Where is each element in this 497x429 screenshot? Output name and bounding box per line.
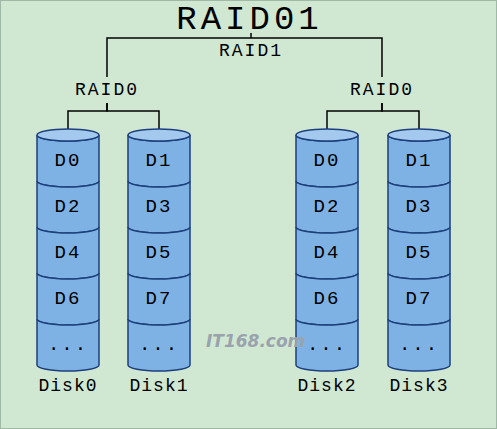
slice-body bbox=[388, 227, 450, 279]
block-label: D4 bbox=[296, 227, 358, 279]
raid-node: RAID0 bbox=[346, 77, 418, 103]
block-label: ... bbox=[128, 319, 190, 371]
data-block: D2 bbox=[37, 181, 99, 227]
block-label: D2 bbox=[37, 181, 99, 233]
data-block: ... bbox=[388, 319, 450, 365]
disk-label: Disk1 bbox=[128, 375, 190, 397]
block-label: D1 bbox=[128, 135, 190, 187]
diagram-title: RAID01 bbox=[1, 2, 497, 38]
slice-body bbox=[296, 227, 358, 279]
disk-node: Disk1 D1D3D5D7... bbox=[128, 129, 190, 397]
cylinder-top bbox=[37, 129, 99, 141]
block-label: D3 bbox=[128, 181, 190, 233]
raid-label: RAID0 bbox=[350, 80, 414, 100]
slice-body bbox=[296, 273, 358, 325]
data-block: D4 bbox=[37, 227, 99, 273]
data-block: ... bbox=[37, 319, 99, 365]
slice-body bbox=[37, 273, 99, 325]
block-label: D6 bbox=[296, 273, 358, 325]
slice-body bbox=[388, 181, 450, 233]
data-block: D0 bbox=[37, 135, 99, 181]
data-block: D6 bbox=[296, 273, 358, 319]
data-block: D2 bbox=[296, 181, 358, 227]
slice-body bbox=[388, 319, 450, 371]
data-block: D7 bbox=[388, 273, 450, 319]
slice-body bbox=[128, 319, 190, 371]
raid-node: RAID1 bbox=[215, 38, 287, 64]
cylinder-top bbox=[388, 129, 450, 141]
connector bbox=[382, 103, 419, 129]
data-block: D3 bbox=[388, 181, 450, 227]
cylinder-top bbox=[128, 129, 190, 141]
data-block: D3 bbox=[128, 181, 190, 227]
slice-body bbox=[128, 135, 190, 187]
data-block: D0 bbox=[296, 135, 358, 181]
raid-node: RAID0 bbox=[71, 77, 143, 103]
block-label: D1 bbox=[388, 135, 450, 187]
block-label: D7 bbox=[128, 273, 190, 325]
slice-body bbox=[388, 135, 450, 187]
raid-label: RAID0 bbox=[75, 80, 139, 100]
data-block: D1 bbox=[128, 135, 190, 181]
data-block: ... bbox=[128, 319, 190, 365]
data-block: D1 bbox=[388, 135, 450, 181]
slice-body bbox=[296, 135, 358, 187]
connector bbox=[107, 103, 159, 129]
disk-label: Disk2 bbox=[296, 375, 358, 397]
block-label: D5 bbox=[128, 227, 190, 279]
slice-body bbox=[37, 135, 99, 187]
connector bbox=[68, 103, 107, 129]
block-label: D4 bbox=[37, 227, 99, 279]
slice-body bbox=[128, 227, 190, 279]
slice-body bbox=[37, 227, 99, 279]
block-label: D5 bbox=[388, 227, 450, 279]
block-label: D6 bbox=[37, 273, 99, 325]
data-block: D7 bbox=[128, 273, 190, 319]
block-label: D0 bbox=[37, 135, 99, 187]
raid-label: RAID1 bbox=[219, 41, 283, 61]
connector bbox=[327, 103, 382, 129]
data-block: D4 bbox=[296, 227, 358, 273]
watermark: IT168.com bbox=[206, 331, 305, 351]
block-label: ... bbox=[388, 319, 450, 371]
disk-node: Disk2D0D2D4D6... bbox=[296, 129, 358, 397]
block-label: D7 bbox=[388, 273, 450, 325]
disk-label: Disk0 bbox=[37, 375, 99, 397]
block-label: ... bbox=[37, 319, 99, 371]
data-block: D5 bbox=[388, 227, 450, 273]
data-block: D5 bbox=[128, 227, 190, 273]
data-block: D6 bbox=[37, 273, 99, 319]
slice-body bbox=[388, 273, 450, 325]
block-label: D3 bbox=[388, 181, 450, 233]
disk-node: Disk0 D0D2D4D6... bbox=[37, 129, 99, 397]
disk-label: Disk3 bbox=[388, 375, 450, 397]
slice-body bbox=[296, 181, 358, 233]
block-label: D2 bbox=[296, 181, 358, 233]
block-label: D0 bbox=[296, 135, 358, 187]
slice-body bbox=[128, 181, 190, 233]
slice-body bbox=[37, 319, 99, 371]
slice-body bbox=[37, 181, 99, 233]
disk-node: Disk3 D1D3D5D7... bbox=[388, 129, 450, 397]
slice-body bbox=[128, 273, 190, 325]
cylinder-top bbox=[296, 129, 358, 141]
